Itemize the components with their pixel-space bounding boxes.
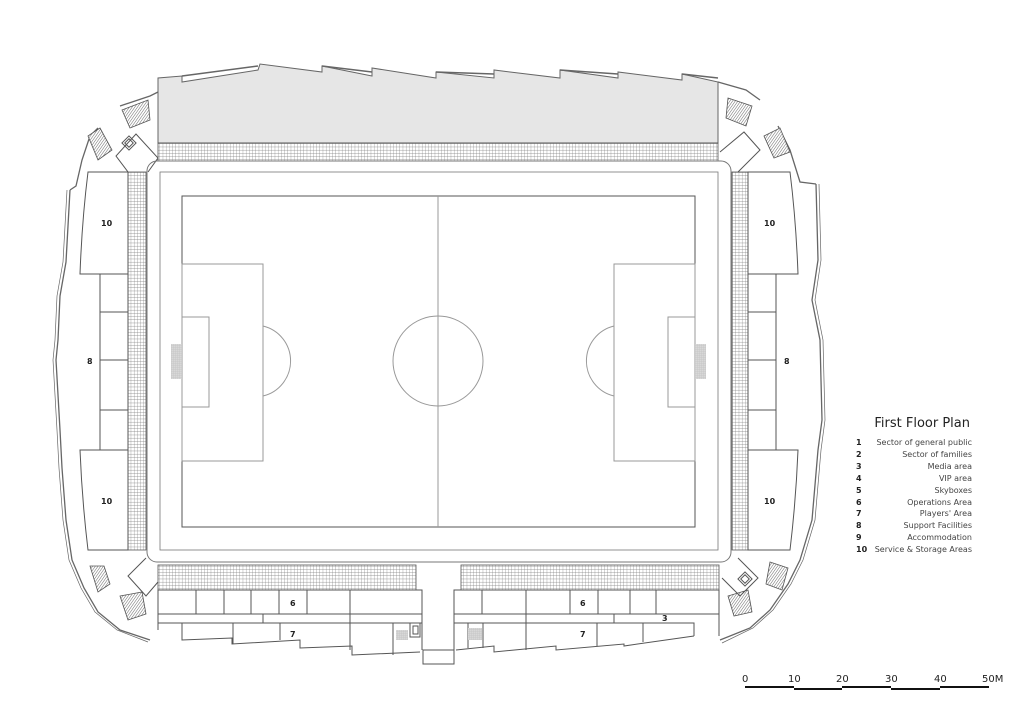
legend-label: VIP area [938, 473, 972, 483]
legend-number: 8 [856, 521, 862, 531]
scale-bar-lines [745, 686, 989, 690]
legend-number: 1 [856, 438, 862, 447]
scale-bar: 0 10 20 30 40 50M [740, 674, 1004, 698]
legend-label: Sector of general public [876, 438, 972, 447]
legend-number: 4 [856, 473, 862, 483]
legend-item: 7 Players' Area [856, 508, 972, 520]
label-south-left-players: 7 [290, 630, 296, 639]
label-south-right-media: 3 [662, 614, 668, 623]
label-south-right-players: 7 [580, 630, 586, 639]
south-right-stair [468, 628, 482, 640]
legend-number: 6 [856, 497, 862, 507]
west-concourse-grid [127, 171, 147, 551]
legend-number: 10 [856, 545, 868, 555]
legend-number: 3 [856, 461, 862, 471]
legend: First Floor Plan 1 Sector of general publ… [856, 416, 972, 556]
south-right-grid [460, 564, 720, 591]
legend-number: 9 [856, 533, 862, 543]
legend-item: 6 Operations Area [856, 497, 972, 509]
label-west-top: 10 [101, 219, 113, 228]
east-concourse-grid [731, 171, 749, 551]
legend-item: 2 Sector of families [856, 449, 972, 461]
legend-item: 10 Service & Storage Areas [856, 544, 972, 556]
pitch-surround [146, 160, 732, 563]
legend-item: 4 VIP area [856, 473, 972, 485]
scale-tick: 30 [885, 674, 898, 685]
legend-label: Operations Area [907, 497, 972, 507]
scale-tick: 50M [982, 674, 1004, 685]
legend-item: 3 Media area [856, 461, 972, 473]
label-west-mid: 8 [87, 357, 93, 366]
label-south-left-ops: 6 [290, 599, 296, 608]
corner-entries [115, 131, 761, 597]
east-goal [695, 344, 706, 379]
south-left-grid [157, 564, 417, 591]
legend-label: Skyboxes [934, 485, 972, 495]
legend-title: First Floor Plan [874, 416, 970, 431]
legend-label: Players' Area [919, 509, 972, 519]
legend-item: 9 Accommodation [856, 532, 972, 544]
football-pitch [181, 195, 696, 528]
label-south-right-ops: 6 [580, 599, 586, 608]
legend-label: Service & Storage Areas [874, 545, 972, 555]
corner-stairs [87, 97, 791, 621]
legend-label: Media area [927, 461, 972, 471]
legend-label: Support Facilities [903, 521, 972, 531]
legend-label: Accommodation [907, 533, 972, 543]
scale-tick: 10 [788, 674, 801, 685]
south-building [157, 589, 720, 665]
west-building [79, 171, 129, 551]
east-building [747, 171, 799, 551]
legend-number: 7 [856, 509, 862, 519]
scale-tick: 0 [742, 674, 749, 685]
scale-tick: 20 [836, 674, 849, 685]
label-east-mid: 8 [784, 357, 790, 366]
south-left-stair [396, 630, 408, 640]
legend-item: 8 Support Facilities [856, 520, 972, 532]
legend-label: Sector of families [902, 449, 972, 459]
label-east-bottom: 10 [764, 497, 776, 506]
north-stand [157, 63, 719, 162]
west-goal [171, 344, 182, 379]
label-west-bottom: 10 [101, 497, 113, 506]
label-east-top: 10 [764, 219, 776, 228]
legend-item: 5 Skyboxes [856, 485, 972, 497]
legend-item: 1 Sector of general public [856, 437, 972, 449]
scale-tick: 40 [934, 674, 947, 685]
legend-number: 5 [856, 485, 862, 495]
legend-number: 2 [856, 449, 862, 459]
